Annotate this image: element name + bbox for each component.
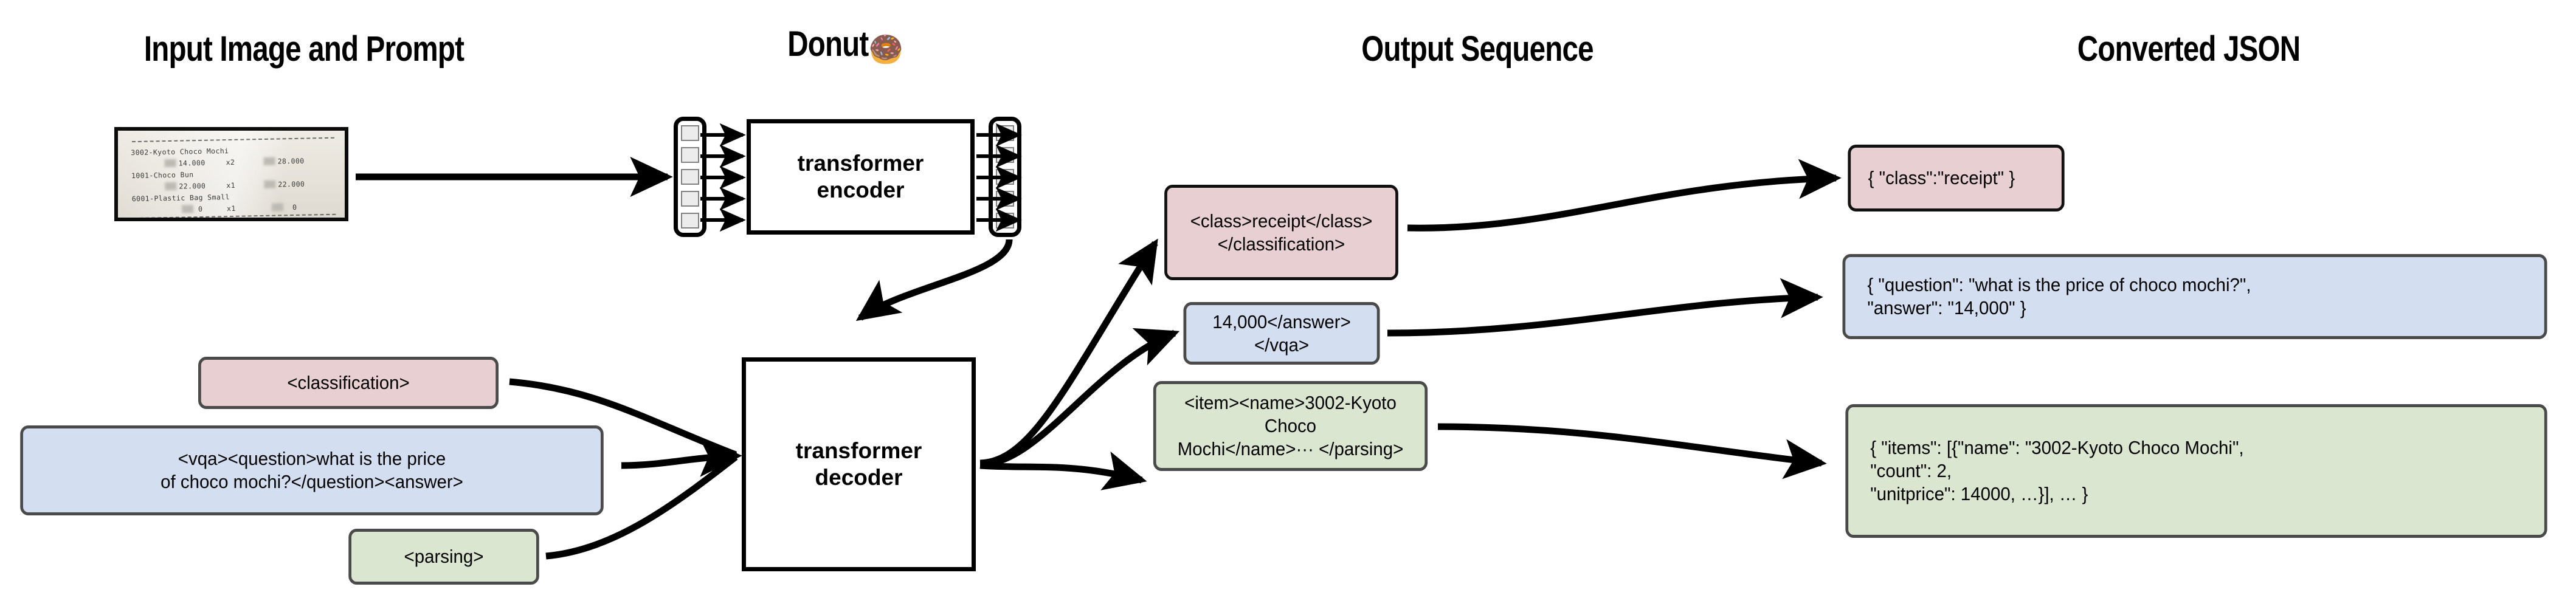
encoder-input-token [681,169,699,185]
receipt-redaction-2 [165,182,177,191]
donut-icon: 🍩 [868,30,903,68]
arrow-decoder-to-output-classification [979,238,1158,467]
column-title-donut: Donut🍩 [691,27,1000,66]
prompt-parsing-text: <parsing> [404,546,484,568]
encoder-input-token [681,191,699,207]
receipt-line-4-total: 22.000 [278,179,305,189]
receipt-line-2-price: 14.000 [178,158,205,168]
converted-json-vqa-text: { "question": "what is the price of choc… [1867,274,2251,318]
receipt-paper [118,131,345,218]
encoder-output-token [996,213,1014,229]
converted-json-vqa[interactable]: { "question": "what is the price of choc… [1842,254,2547,339]
prompt-vqa-text: <vqa><question>what is the price of choc… [161,448,463,492]
transformer-encoder-label: transformer encoder [797,151,924,202]
encoder-input-token-strip [674,117,706,237]
encoder-output-token [996,147,1014,163]
receipt-line-1: 3002-Kyoto Choco Mochi [131,146,229,157]
receipt-redaction-1b [263,157,275,165]
column-title-json: Converted JSON [2077,29,2301,69]
receipt-text-block: 3002-Kyoto Choco Mochi 14.000 x2 28.000 … [118,131,345,218]
arrow-output-to-json-classification [1407,159,1842,232]
prompt-classification[interactable]: <classification> [198,357,499,409]
input-receipt-image: 3002-Kyoto Choco Mochi 14.000 x2 28.000 … [114,127,348,221]
encoder-input-token [681,125,699,141]
prompt-classification-text: <classification> [287,372,410,394]
output-sequence-parsing-text: <item><name>3002-Kyoto Choco Mochi</name… [1177,392,1404,459]
receipt-redaction-1 [164,159,176,168]
transformer-encoder-block: transformer encoder [747,119,975,235]
converted-json-classification[interactable]: { "class":"receipt" } [1848,145,2065,211]
arrow-decoder-to-output-vqa [979,328,1180,468]
output-sequence-classification[interactable]: <class>receipt</class> </classification> [1164,185,1398,280]
encoder-input-token [681,213,699,229]
encoder-input-token [681,147,699,163]
column-title-input: Input Image and Prompt [143,29,464,69]
arrow-output-to-json-vqa [1387,278,1823,337]
converted-json-parsing-text: { "items": [{"name": "3002-Kyoto Choco M… [1870,437,2244,504]
arrow-output-to-json-parsing [1437,423,1827,480]
encoder-output-token [996,169,1014,185]
arrow-vqa-to-decoder [621,436,742,477]
converted-json-parsing[interactable]: { "items": [{"name": "3002-Kyoto Choco M… [1845,404,2547,538]
encoder-output-token [996,191,1014,207]
transformer-decoder-label: transformer decoder [795,438,922,490]
arrow-encoder-to-decoder [855,239,1013,321]
receipt-redaction-2b [264,180,276,188]
output-sequence-parsing[interactable]: <item><name>3002-Kyoto Choco Mochi</name… [1153,381,1428,471]
receipt-redaction-3 [181,205,194,213]
encoder-output-token [996,125,1014,141]
receipt-line-2-count: x2 [226,157,235,167]
column-title-donut-text: Donut [787,24,869,64]
receipt-line-6-count: x1 [226,204,236,213]
receipt-line-3: 1001-Choco Bun [131,170,194,181]
arrow-decoder-to-output-parsing [979,451,1147,490]
converted-json-classification-text: { "class":"receipt" } [1868,167,2015,189]
receipt-line-6-total: 0 [292,202,297,212]
receipt-line-6-price: 0 [198,204,203,214]
prompt-parsing[interactable]: <parsing> [348,529,539,585]
receipt-redaction-3b [271,203,284,211]
column-title-output: Output Sequence [1361,29,1594,69]
receipt-line-4-count: x1 [226,181,236,190]
receipt-line-4-price: 22.000 [179,181,206,191]
output-sequence-vqa[interactable]: 14,000</answer></vqa> [1183,302,1380,365]
output-sequence-classification-text: <class>receipt</class> </classification> [1190,210,1373,255]
receipt-line-2-total: 28.000 [277,156,305,166]
output-sequence-vqa-text: 14,000</answer></vqa> [1212,311,1351,356]
receipt-dash-top [131,137,334,143]
encoder-output-token-strip [989,117,1021,237]
transformer-decoder-block: transformer decoder [742,357,976,571]
prompt-vqa[interactable]: <vqa><question>what is the price of choc… [20,425,604,515]
receipt-line-5: 6001-Plastic Bag Small [131,193,230,204]
